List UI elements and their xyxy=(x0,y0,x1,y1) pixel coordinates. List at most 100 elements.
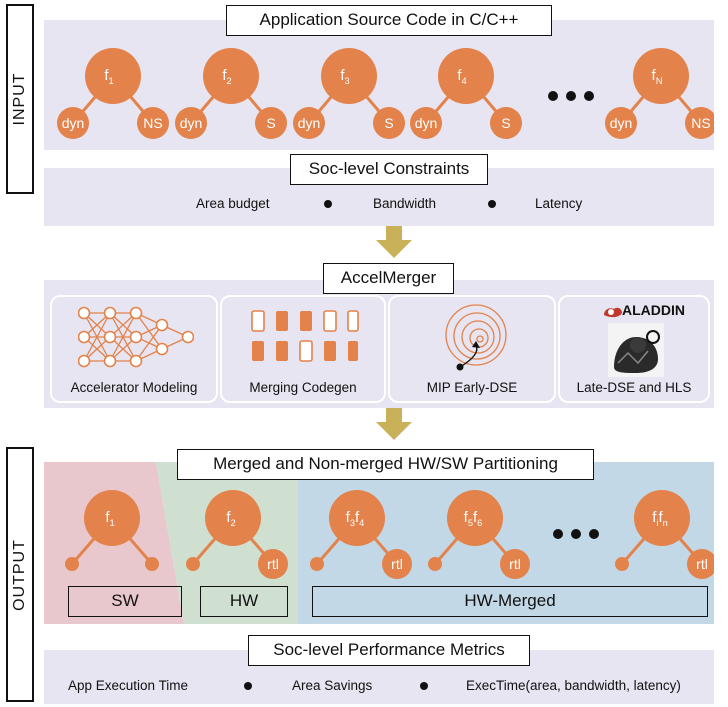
function-label: f3f4 xyxy=(346,509,365,528)
output-function-node-3: f3f4 rtl xyxy=(310,490,412,579)
flow-arrow-2 xyxy=(376,408,412,440)
constraint-area-budget: Area budget xyxy=(196,196,270,211)
function-label: fN xyxy=(652,67,663,86)
aladdin-lamp-icon xyxy=(604,307,622,318)
function-label: f4 xyxy=(457,67,466,86)
stage-label-late-dse-hls: Late-DSE and HLS xyxy=(576,380,692,395)
right-leaf-circle xyxy=(500,549,530,579)
right-leaf-circle xyxy=(687,549,714,579)
contour-spiral-icon xyxy=(445,304,507,371)
stage-accelerator-modeling: Accelerator Modeling xyxy=(50,295,218,403)
function-circle xyxy=(84,490,140,546)
metrics-title: Soc-level Performance Metrics xyxy=(248,635,530,666)
function-circle xyxy=(205,490,261,546)
dyn-label: dyn xyxy=(180,115,203,131)
stage-label-merging-codegen: Merging Codegen xyxy=(249,380,357,395)
function-label: f1 xyxy=(105,509,114,528)
output-function-node-5: fifn rtl xyxy=(615,490,714,579)
aladdin-logo: ALADDIN xyxy=(622,302,685,318)
output-ellipsis-dot-3 xyxy=(589,529,599,539)
input-title: Application Source Code in C/C++ xyxy=(226,5,552,36)
stage-merging-codegen: Merging Codegen xyxy=(220,295,386,403)
stage-mip-early-dse: MIP Early-DSE xyxy=(388,295,556,403)
stage-late-dse-hls: ALADDIN Late-DSE and HLS xyxy=(558,295,710,403)
output-function-node-1: f1 xyxy=(65,490,159,571)
partition-hw-merged: HW-Merged xyxy=(312,586,708,617)
dyn-label: dyn xyxy=(415,115,438,131)
output-ellipsis-dot-1 xyxy=(553,529,563,539)
left-leaf-circle xyxy=(428,557,442,571)
left-leaf-circle xyxy=(310,557,324,571)
rtl-label: rtl xyxy=(509,556,521,572)
dyn-label: dyn xyxy=(298,115,321,131)
input-side-label-box: INPUT xyxy=(6,4,34,194)
output-function-node-2: f2 rtl xyxy=(186,490,288,579)
dyn-circle xyxy=(410,107,442,139)
property-label: NS xyxy=(143,115,162,131)
partition-hw: HW xyxy=(200,586,288,617)
property-circle xyxy=(255,107,287,139)
metric-area-savings: Area Savings xyxy=(292,678,373,693)
function-circle xyxy=(633,48,689,104)
property-label: S xyxy=(266,115,275,131)
function-circle xyxy=(203,48,259,104)
function-label: fifn xyxy=(652,509,668,528)
output-title: Merged and Non-merged HW/SW Partitioning xyxy=(177,449,594,480)
property-label: S xyxy=(384,115,393,131)
function-circle xyxy=(85,48,141,104)
dyn-circle xyxy=(57,107,89,139)
input-function-node-2: f2 dyn S xyxy=(175,48,287,139)
metric-separator-2 xyxy=(420,682,428,690)
property-circle xyxy=(490,107,522,139)
constraint-separator-2 xyxy=(488,200,496,208)
function-circle xyxy=(438,48,494,104)
left-leaf-circle xyxy=(615,557,629,571)
left-leaf-circle xyxy=(65,557,79,571)
function-label: f2 xyxy=(226,509,235,528)
metric-separator-1 xyxy=(244,682,252,690)
property-label: NS xyxy=(691,115,710,131)
function-circle xyxy=(329,490,385,546)
rtl-label: rtl xyxy=(696,556,708,572)
neural-network-icon xyxy=(78,306,194,368)
accelmerger-title: AccelMerger xyxy=(323,263,454,294)
input-function-node-4: f4 dyn S xyxy=(410,48,522,139)
stage-label-mip-early-dse: MIP Early-DSE xyxy=(426,380,518,395)
function-label: f5f6 xyxy=(464,509,483,528)
flow-arrow-1 xyxy=(376,226,412,258)
function-circle xyxy=(321,48,377,104)
output-side-label: OUTPUT xyxy=(11,538,28,611)
function-circle xyxy=(634,490,690,546)
function-label: f1 xyxy=(104,67,113,86)
function-label: f2 xyxy=(222,67,231,86)
property-label: S xyxy=(501,115,510,131)
aladdin-sketch-image xyxy=(608,323,664,377)
dyn-circle xyxy=(605,107,637,139)
dyn-circle xyxy=(293,107,325,139)
output-function-node-4: f5f6 rtl xyxy=(428,490,530,579)
dyn-circle xyxy=(175,107,207,139)
stage-label-accelerator-modeling: Accelerator Modeling xyxy=(70,380,198,395)
code-blocks-icon xyxy=(251,310,359,362)
right-leaf-circle xyxy=(258,549,288,579)
input-side-label: INPUT xyxy=(11,72,28,126)
rtl-label: rtl xyxy=(267,556,279,572)
right-leaf-circle xyxy=(382,549,412,579)
rtl-label: rtl xyxy=(391,556,403,572)
constraint-bandwidth: Bandwidth xyxy=(373,196,437,211)
property-circle xyxy=(685,107,714,139)
output-function-graph: f1 f2 rtl f3f4 rtl f5f6 rtl fifn rtl xyxy=(65,490,714,579)
constraint-separator-1 xyxy=(324,200,332,208)
function-label: f3 xyxy=(340,67,349,86)
constraint-latency: Latency xyxy=(535,196,583,211)
constraints-title: Soc-level Constraints xyxy=(290,154,488,185)
ellipsis-dot-2 xyxy=(566,91,576,101)
output-side-label-box: OUTPUT xyxy=(6,447,34,702)
input-function-node-3: f3 dyn S xyxy=(293,48,405,139)
left-leaf-circle xyxy=(186,557,200,571)
metric-app-execution-time: App Execution Time xyxy=(68,678,189,693)
right-leaf-circle xyxy=(145,557,159,571)
dyn-label: dyn xyxy=(62,115,85,131)
